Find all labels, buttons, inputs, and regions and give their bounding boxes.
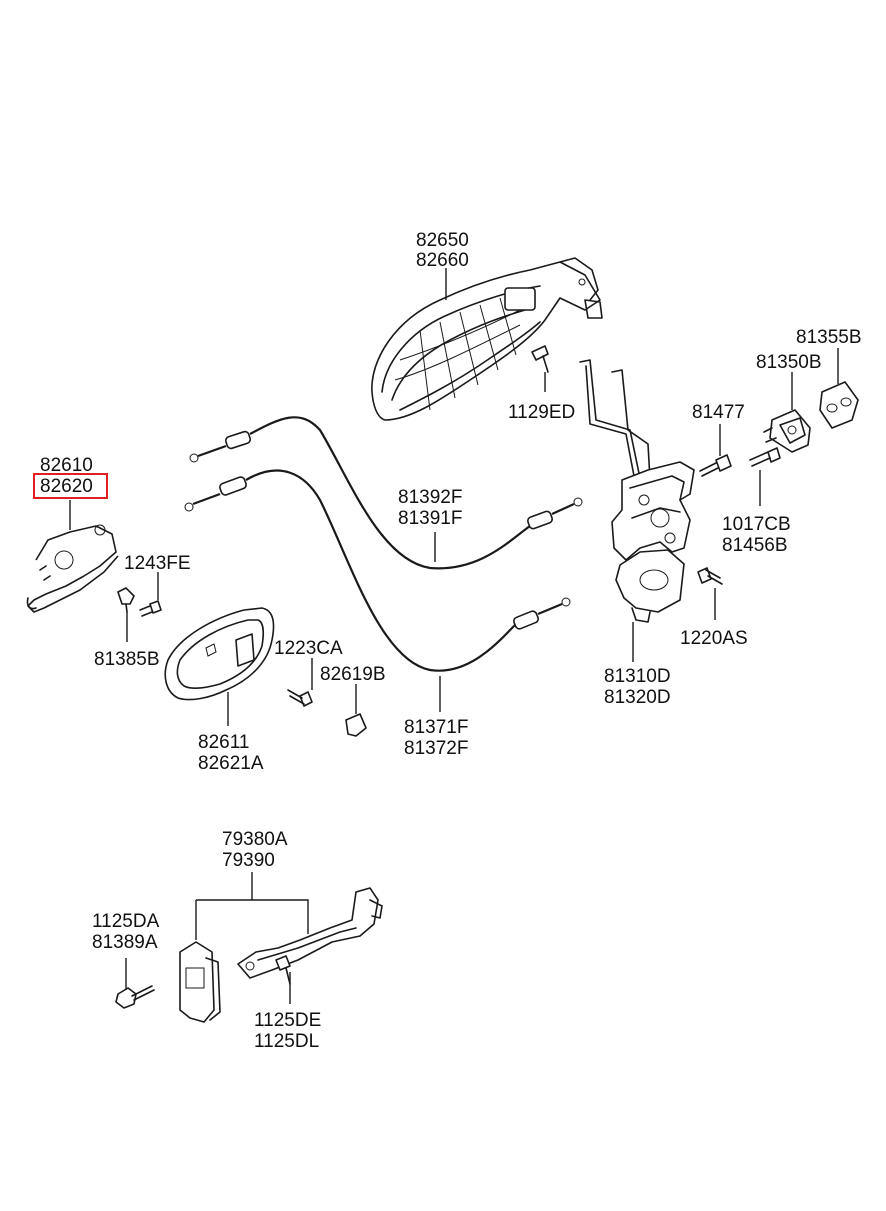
- door-latch-assembly[interactable]: [579, 359, 695, 623]
- label-81477[interactable]: 81477: [692, 402, 745, 423]
- screw-1017CB[interactable]: [749, 447, 781, 467]
- door-checker-bracket[interactable]: [179, 941, 221, 1023]
- label-81456B[interactable]: 81456B: [722, 535, 788, 556]
- label-81389A[interactable]: 81389A: [92, 932, 158, 953]
- leader-79380A: [195, 872, 309, 940]
- label-1125DL[interactable]: 1125DL: [254, 1031, 319, 1052]
- door-checker-arm[interactable]: [237, 887, 383, 979]
- screw-81477[interactable]: [699, 454, 732, 477]
- inside-handle-bezel[interactable]: [164, 607, 275, 701]
- label-82611[interactable]: 82611: [198, 732, 249, 753]
- striker-plate-81355B[interactable]: [819, 381, 859, 429]
- screw-1220AS[interactable]: [697, 567, 723, 585]
- screw-1223CA[interactable]: [287, 689, 313, 707]
- inside-handle-82610[interactable]: [26, 524, 119, 613]
- label-1243FE[interactable]: 1243FE: [124, 553, 191, 574]
- label-82650[interactable]: 82650: [416, 230, 469, 251]
- highlight-box-82620: [33, 473, 108, 499]
- label-79380A[interactable]: 79380A: [222, 829, 288, 850]
- label-81385B[interactable]: 81385B: [94, 649, 160, 670]
- screw-1243FE[interactable]: [139, 600, 162, 617]
- label-81371F[interactable]: 81371F: [404, 717, 468, 738]
- label-81392F[interactable]: 81392F: [398, 487, 462, 508]
- cable-81392F[interactable]: [189, 416, 583, 570]
- label-82621A[interactable]: 82621A: [198, 753, 264, 774]
- striker-81350B[interactable]: [763, 409, 811, 453]
- label-82619B[interactable]: 82619B: [320, 664, 386, 685]
- cap-82619B[interactable]: [345, 713, 367, 737]
- outside-handle-assembly[interactable]: [371, 257, 603, 421]
- label-79390[interactable]: 79390: [222, 850, 275, 871]
- label-1017CB[interactable]: 1017CB: [722, 514, 791, 535]
- clip-81385B[interactable]: [117, 587, 135, 613]
- label-82610[interactable]: 82610: [40, 455, 93, 476]
- screw-1125DE[interactable]: [275, 955, 291, 985]
- label-1223CA[interactable]: 1223CA: [274, 638, 343, 659]
- label-81391F[interactable]: 81391F: [398, 508, 462, 529]
- label-1220AS[interactable]: 1220AS: [680, 628, 748, 649]
- label-1129ED[interactable]: 1129ED: [508, 402, 575, 423]
- bolt-1125DA[interactable]: [115, 985, 155, 1009]
- cable-81371F[interactable]: [184, 469, 571, 672]
- label-81320D[interactable]: 81320D: [604, 687, 671, 708]
- label-1125DE[interactable]: 1125DE: [254, 1010, 321, 1031]
- label-81355B[interactable]: 81355B: [796, 327, 862, 348]
- label-81350B[interactable]: 81350B: [756, 352, 822, 373]
- label-81310D[interactable]: 81310D: [604, 666, 671, 687]
- label-82620[interactable]: 82620: [40, 476, 93, 497]
- screw-1129ED[interactable]: [531, 345, 549, 373]
- label-81372F[interactable]: 81372F: [404, 738, 468, 759]
- label-1125DA[interactable]: 1125DA: [92, 911, 160, 932]
- label-82660[interactable]: 82660: [416, 250, 469, 271]
